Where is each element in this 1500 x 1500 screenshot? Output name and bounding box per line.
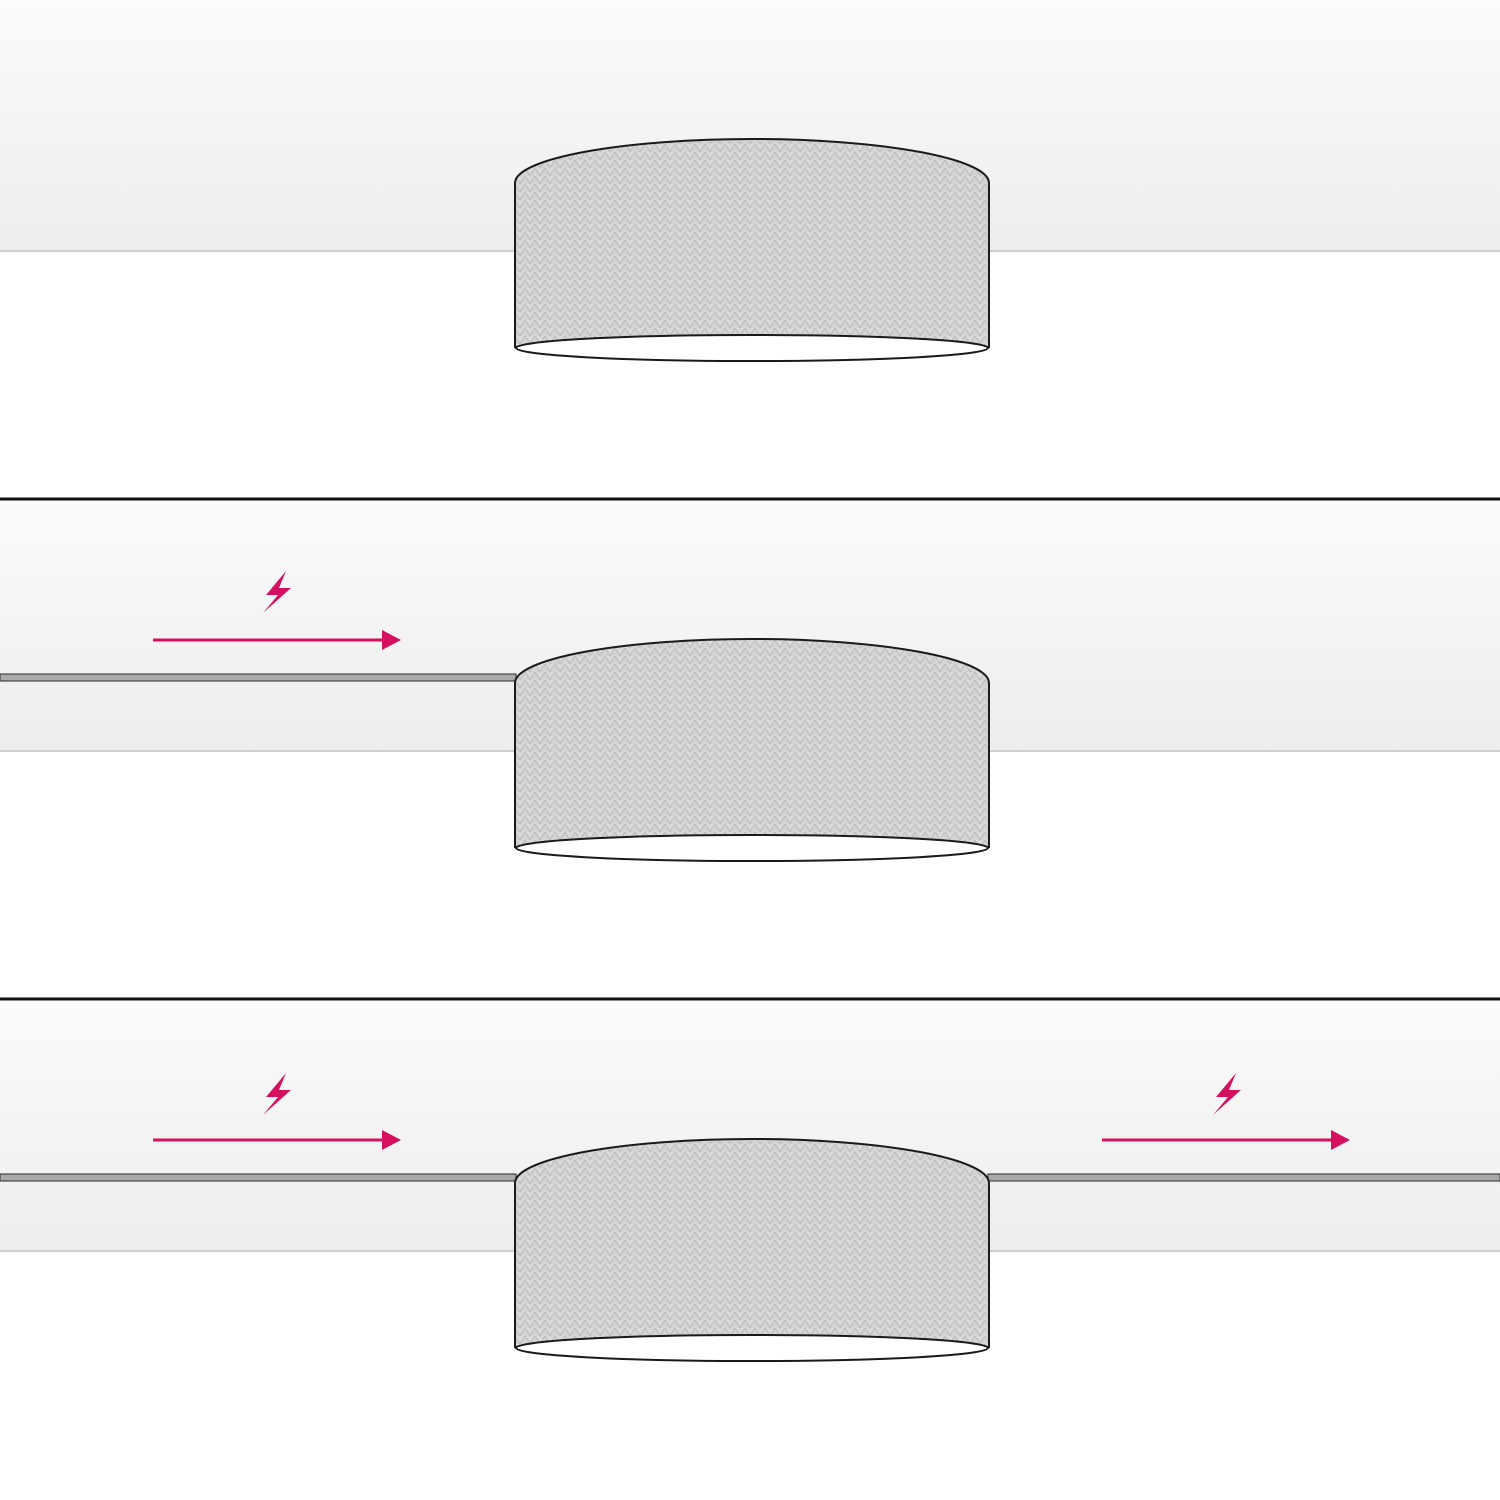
drum-ceiling-lamp (514, 1138, 990, 1362)
lightning-bolt-icon (263, 571, 291, 613)
panel-1 (0, 0, 1500, 362)
lamp-diffuser (515, 1334, 989, 1362)
lamp-diffuser (515, 834, 989, 862)
arrow-right-icon (1102, 1130, 1350, 1150)
lamp-shade (514, 138, 990, 348)
lamp-shade (514, 638, 990, 848)
drum-ceiling-lamp (514, 638, 990, 862)
power-output-indicator (1102, 1073, 1350, 1150)
arrow-right-icon (153, 630, 401, 650)
lamp-diffuser (515, 334, 989, 362)
lightning-bolt-icon (1213, 1073, 1241, 1115)
cable-input (0, 673, 517, 682)
panel-2 (0, 501, 1500, 862)
cable-output (987, 1173, 1500, 1182)
panel-3 (0, 1001, 1500, 1362)
arrow-right-icon (153, 1130, 401, 1150)
lamp-shade (514, 1138, 990, 1348)
cable-input (0, 1173, 517, 1182)
power-input-indicator (153, 571, 401, 650)
drum-ceiling-lamp (514, 138, 990, 362)
power-input-indicator (153, 1073, 401, 1150)
lightning-bolt-icon (263, 1073, 291, 1115)
